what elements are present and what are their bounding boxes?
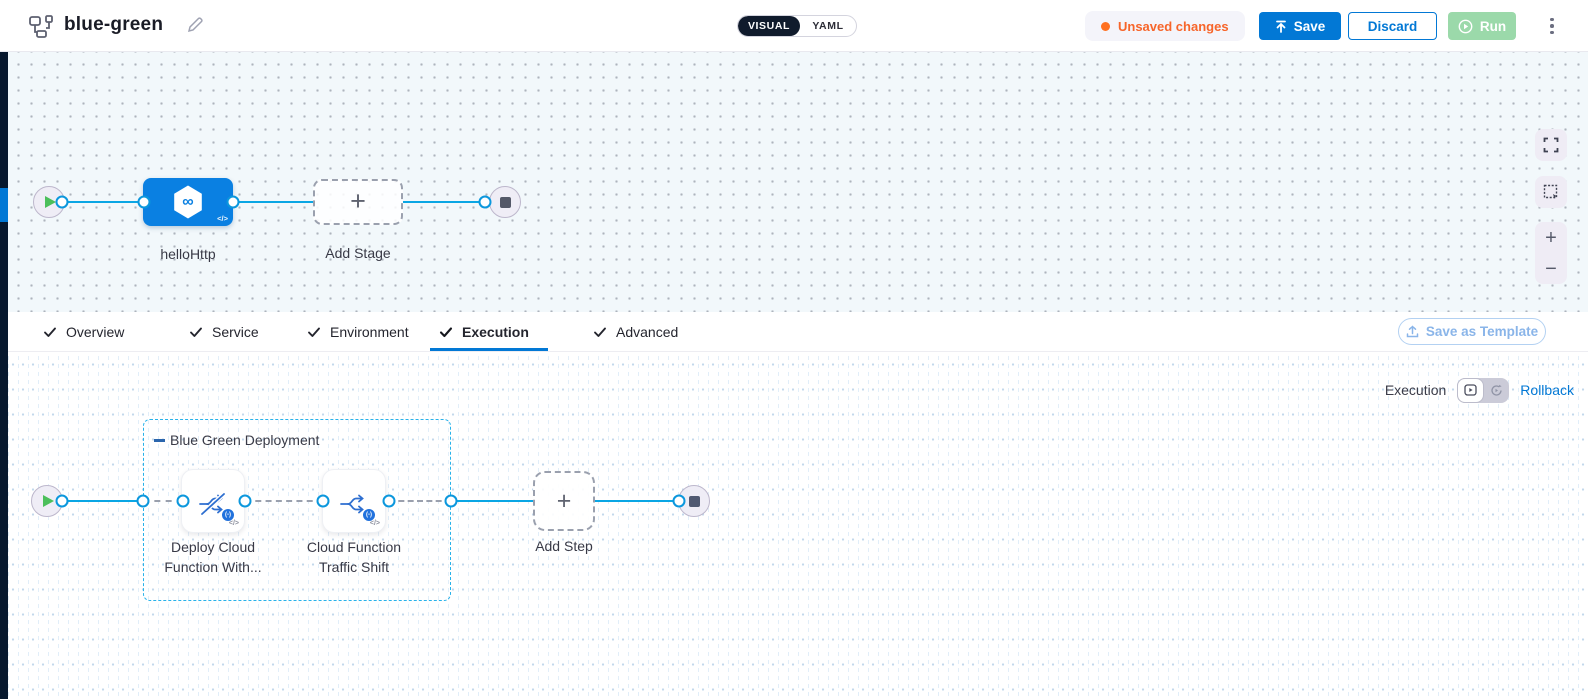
add-step-button[interactable]: + xyxy=(533,471,595,531)
connector-line xyxy=(62,201,144,203)
edit-pencil-icon[interactable] xyxy=(186,16,204,34)
check-icon xyxy=(439,327,453,338)
fullscreen-icon xyxy=(1543,137,1559,153)
step-group-label: Blue Green Deployment xyxy=(170,432,320,448)
connector-port[interactable] xyxy=(478,195,492,209)
add-stage-button[interactable]: + xyxy=(313,179,403,225)
cloud-function-badge-icon: (-) xyxy=(362,508,376,522)
connector-port[interactable] xyxy=(672,494,686,508)
yaml-mode-button[interactable]: YAML xyxy=(812,20,844,32)
step-group-blue-green-deployment[interactable] xyxy=(143,419,451,601)
stage-config-tabs: Overview Service Environment Execution A… xyxy=(8,312,1588,352)
add-stage-label: Add Stage xyxy=(325,245,391,261)
unsaved-dot-icon xyxy=(1101,21,1110,31)
unsaved-changes-badge: Unsaved changes xyxy=(1085,11,1245,41)
connector-port[interactable] xyxy=(136,494,150,508)
discard-button[interactable]: Discard xyxy=(1348,12,1437,40)
cloud-function-badge-icon: (-) xyxy=(221,508,235,522)
step-code-icon: </> xyxy=(228,520,239,527)
pipeline-end-node[interactable] xyxy=(489,186,521,218)
execution-view-label: Execution xyxy=(1384,382,1447,398)
start-play-icon xyxy=(43,495,54,507)
traffic-shift-icon xyxy=(340,494,364,514)
upload-icon xyxy=(1406,325,1419,338)
connector-port[interactable] xyxy=(55,494,69,508)
connector-line xyxy=(451,500,533,502)
tab-execution[interactable]: Execution xyxy=(439,312,529,352)
execution-graph-canvas[interactable]: Execution Rollback xyxy=(8,352,1588,699)
tab-advanced[interactable]: Advanced xyxy=(593,312,678,352)
rollback-view-button[interactable] xyxy=(1484,378,1509,403)
more-options-icon[interactable] xyxy=(1544,15,1560,37)
connector-port[interactable] xyxy=(55,195,69,209)
dashed-connector-line xyxy=(245,500,323,502)
plus-icon: + xyxy=(556,486,572,515)
header-bar: blue-green VISUAL YAML Unsaved changes S… xyxy=(0,0,1588,52)
zoom-controls: + − xyxy=(1535,222,1567,284)
multi-select-button[interactable] xyxy=(1535,176,1567,208)
plus-icon: + xyxy=(350,185,366,216)
connector-port[interactable] xyxy=(137,195,151,209)
connector-line xyxy=(403,201,485,203)
stage-graph-canvas[interactable]: ∞ </> + helloHttp Add Stage xyxy=(8,52,1588,312)
connector-line xyxy=(62,500,143,502)
step-name-label: Deploy Cloud Function With... xyxy=(164,539,262,575)
stage-code-icon: </> xyxy=(217,214,228,223)
connector-port[interactable] xyxy=(226,195,240,209)
start-play-icon xyxy=(45,196,56,208)
save-button[interactable]: Save xyxy=(1259,12,1341,40)
active-tab-underline xyxy=(430,348,548,351)
cloud-function-deploy-icon xyxy=(199,492,227,516)
pipeline-icon xyxy=(29,15,53,38)
connector-port[interactable] xyxy=(444,494,458,508)
stage-node-hellohttp[interactable]: ∞ </> xyxy=(143,178,233,226)
visual-yaml-toggle: VISUAL YAML xyxy=(737,15,857,37)
stop-square-icon xyxy=(499,196,511,208)
connector-port[interactable] xyxy=(316,494,330,508)
run-button[interactable]: Run xyxy=(1448,12,1516,40)
step-name-label: Cloud Function Traffic Shift xyxy=(306,539,402,575)
connector-port[interactable] xyxy=(238,494,252,508)
rail-active-indicator xyxy=(0,188,8,222)
check-icon xyxy=(308,327,320,337)
tab-environment[interactable]: Environment xyxy=(307,312,409,352)
rollback-link[interactable]: Rollback xyxy=(1520,382,1574,398)
left-nav-rail xyxy=(0,52,8,699)
zoom-in-button[interactable]: + xyxy=(1545,226,1557,249)
connector-line xyxy=(595,500,679,502)
check-icon xyxy=(594,327,606,337)
tab-service[interactable]: Service xyxy=(189,312,259,352)
execution-view-button[interactable] xyxy=(1457,377,1485,403)
unsaved-changes-label: Unsaved changes xyxy=(1118,18,1229,34)
stop-square-icon xyxy=(688,495,700,507)
group-collapse-icon[interactable] xyxy=(154,439,165,442)
page-title: blue-green xyxy=(64,14,164,35)
zoom-out-button[interactable]: − xyxy=(1545,257,1557,280)
tab-overview[interactable]: Overview xyxy=(43,312,124,352)
step-node-traffic-shift[interactable]: (-) </> xyxy=(322,469,386,533)
fit-to-screen-button[interactable] xyxy=(1535,129,1567,161)
check-icon xyxy=(190,327,202,337)
steps-play-icon xyxy=(1464,384,1477,396)
run-play-icon xyxy=(1458,19,1473,33)
step-code-icon: </> xyxy=(369,520,380,527)
save-as-template-button[interactable]: Save as Template xyxy=(1398,318,1546,345)
check-icon xyxy=(44,327,56,337)
connector-port[interactable] xyxy=(176,494,190,508)
rollback-circle-icon xyxy=(1491,384,1502,396)
execution-view-switch-row: Execution Rollback xyxy=(1385,376,1574,404)
marquee-select-icon xyxy=(1543,184,1558,199)
add-step-label: Add Step xyxy=(535,538,593,554)
step-node-deploy-cloud-function[interactable]: (-) </> xyxy=(181,469,245,533)
connector-line xyxy=(233,201,313,203)
stage-name-label: helloHttp xyxy=(160,246,216,262)
save-up-arrow-icon xyxy=(1275,20,1286,33)
dashed-connector-line xyxy=(143,500,183,502)
dashed-connector-line xyxy=(389,500,451,502)
deploy-stage-hexagon-icon: ∞ xyxy=(174,185,202,219)
connector-port[interactable] xyxy=(382,494,396,508)
execution-rollback-toggle xyxy=(1457,377,1510,403)
visual-mode-button[interactable]: VISUAL xyxy=(738,16,800,36)
